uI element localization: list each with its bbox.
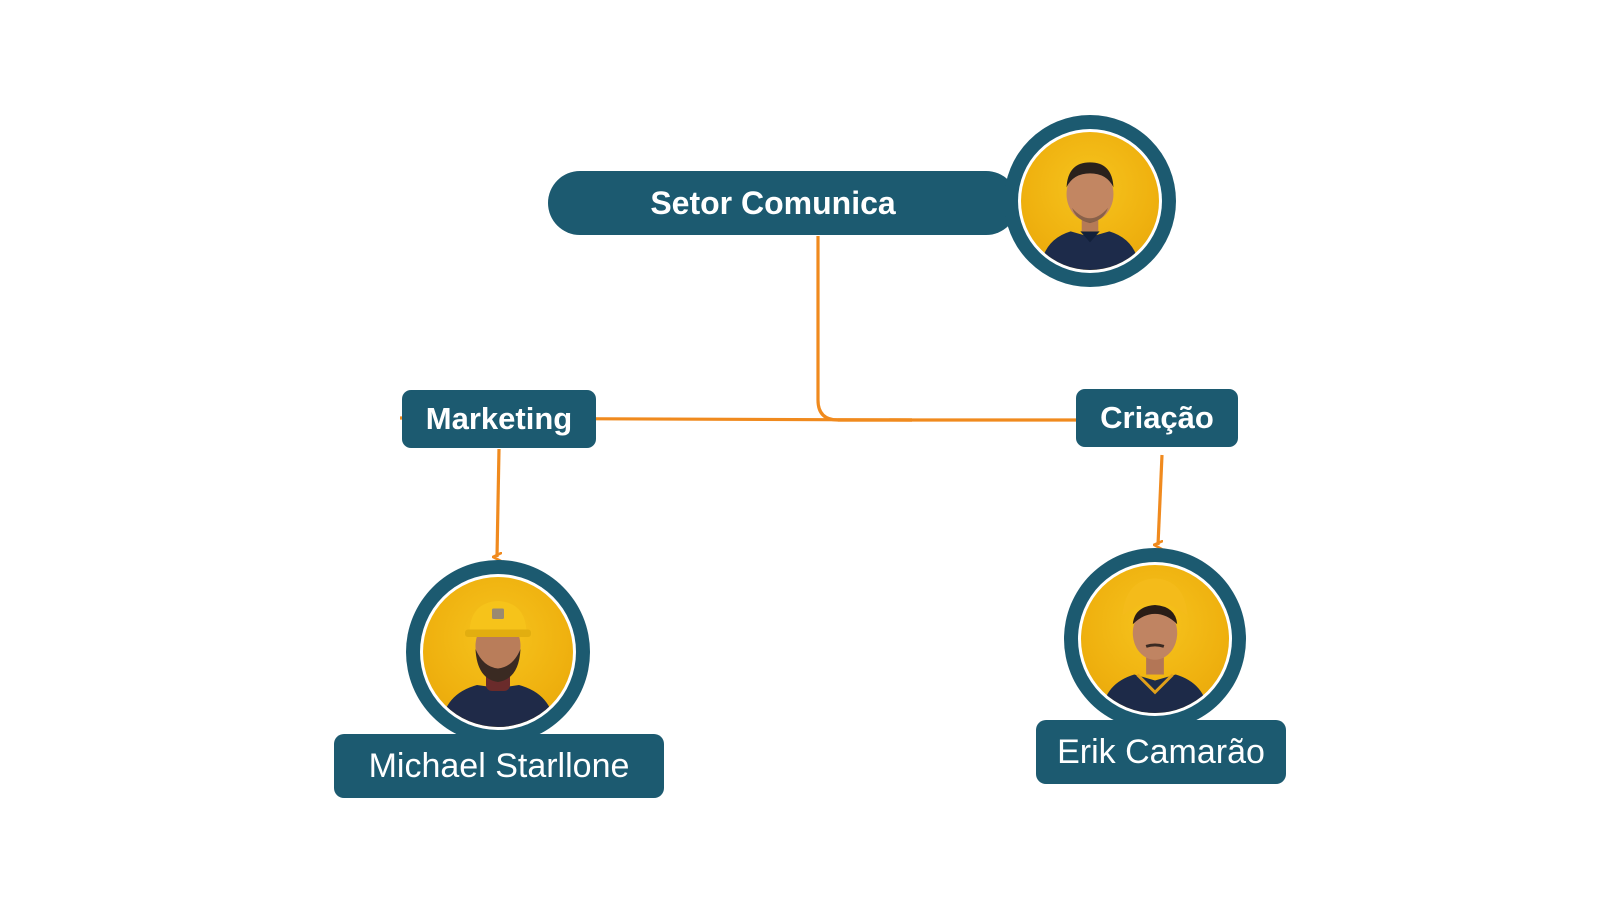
root-avatar — [1004, 115, 1176, 287]
member-michael-name: Michael Starllone — [334, 734, 664, 798]
root-label: Setor Comunica — [650, 184, 896, 221]
department-marketing-label: Marketing — [425, 401, 573, 436]
person-photo-icon — [1021, 132, 1159, 270]
member-erik-label: Erik Camarão — [1057, 732, 1265, 771]
department-criacao-label: Criação — [1100, 400, 1214, 435]
person-with-hard-hat-icon — [1081, 565, 1229, 713]
member-michael-label: Michael Starllone — [368, 746, 630, 785]
root-to-branch-line — [816, 236, 912, 422]
department-marketing: Marketing — [402, 390, 596, 448]
arrow-marketing-to-member — [497, 448, 499, 557]
member-erik-avatar — [1064, 548, 1246, 730]
person-with-hard-hat-icon — [423, 577, 573, 727]
member-erik-name: Erik Camarão — [1036, 720, 1286, 784]
arrow-criacao-to-member — [1158, 454, 1164, 545]
member-michael-avatar — [406, 560, 590, 744]
department-criacao: Criação — [1076, 389, 1238, 447]
root-node: Setor Comunica — [548, 171, 1018, 235]
